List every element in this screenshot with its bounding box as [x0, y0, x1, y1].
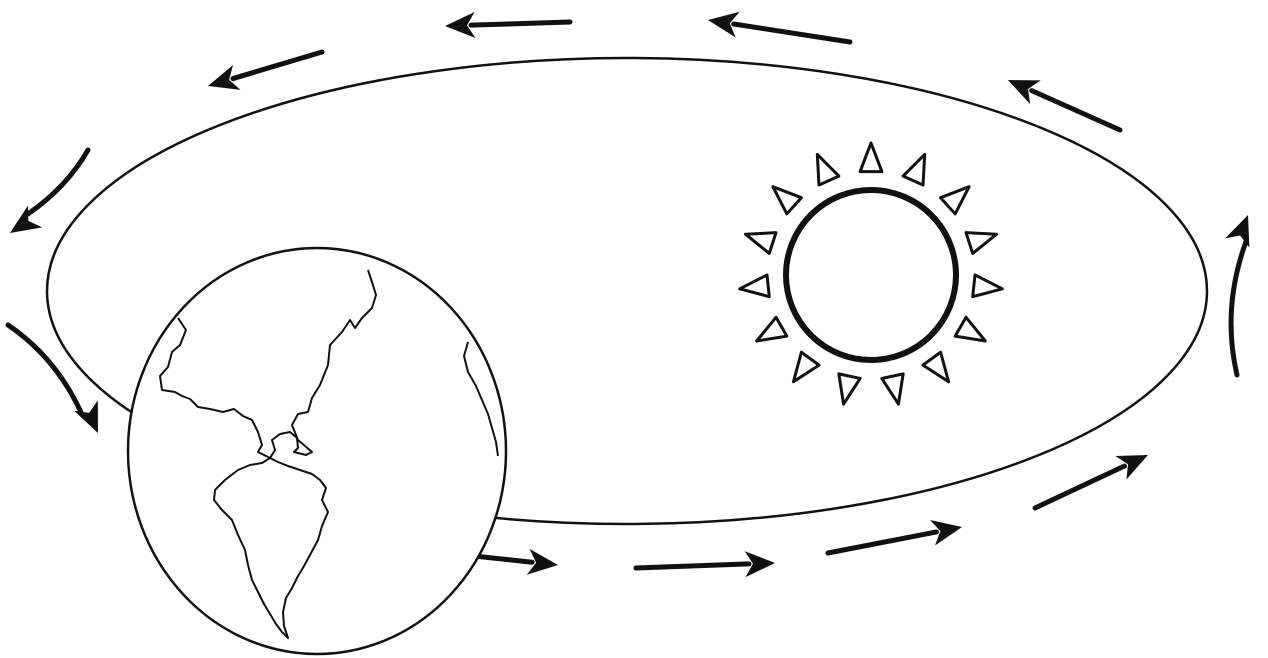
sun-ray: [860, 143, 882, 172]
sun-ray: [955, 317, 985, 341]
sun-ray: [903, 154, 925, 185]
direction-arrow-icon: [708, 12, 850, 42]
sun-ray: [882, 374, 903, 404]
sun-ray: [839, 374, 860, 404]
direction-arrow-icon: [1225, 215, 1249, 375]
direction-arrow-icon: [1035, 455, 1148, 508]
arrow-shaft: [1231, 241, 1246, 375]
arrow-shaft: [1035, 466, 1124, 508]
arrow-head: [1225, 215, 1249, 248]
sun-ray: [973, 275, 1003, 297]
sun-ray: [923, 352, 949, 382]
direction-arrow-icon: [636, 551, 775, 577]
sun-disc: [786, 190, 956, 360]
earth-globe-outline: [128, 248, 506, 654]
sun-icon: [740, 143, 1003, 404]
arrow-shaft: [734, 24, 850, 42]
arrow-shaft: [28, 150, 88, 214]
arrow-shaft: [474, 556, 532, 562]
sun-ray: [817, 154, 839, 185]
arrow-shaft: [233, 52, 322, 79]
direction-arrow-icon: [474, 549, 558, 575]
direction-arrow-icon: [208, 52, 322, 90]
direction-arrow-icon: [8, 325, 98, 433]
direction-arrow-icon: [828, 520, 962, 553]
arrow-shaft: [636, 564, 749, 568]
arrow-shaft: [828, 532, 936, 553]
sun-ray: [941, 187, 970, 214]
sun-ray: [793, 352, 819, 382]
arrow-shaft: [1032, 91, 1120, 130]
direction-arrow-icon: [10, 150, 88, 233]
arrow-shaft: [471, 22, 570, 25]
sun-ray: [773, 187, 802, 214]
sun-ray: [740, 275, 770, 297]
sun-ray: [745, 233, 776, 254]
earth-globe-icon: [128, 248, 506, 654]
sun-ray: [966, 233, 997, 254]
arrow-shaft: [8, 325, 81, 413]
sun-ray: [757, 317, 787, 341]
direction-arrow-icon: [445, 12, 570, 38]
